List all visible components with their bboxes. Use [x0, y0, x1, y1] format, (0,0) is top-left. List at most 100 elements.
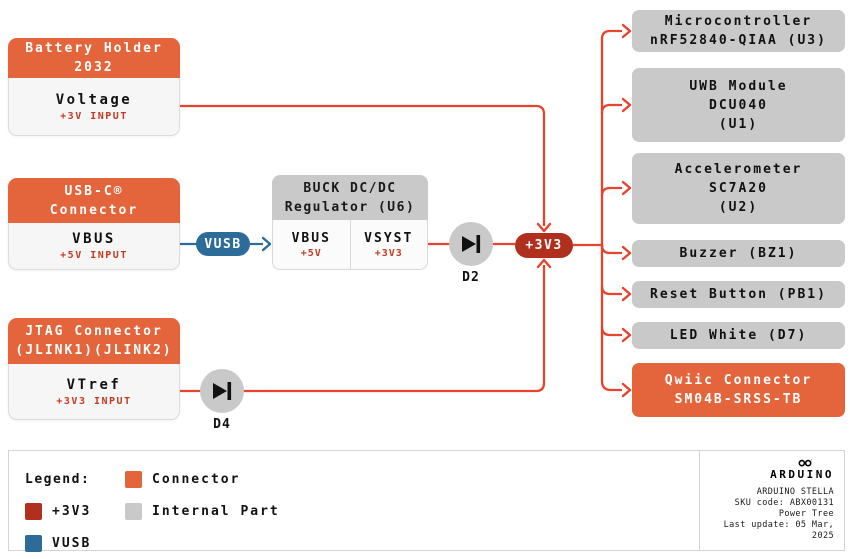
load-line: (U2)	[718, 200, 759, 215]
arrow-microcontroller-icon	[621, 23, 632, 39]
usb-title-line2: Connector	[49, 202, 139, 218]
bottom-panel: Legend: Connector +3V3 Internal Part VUS…	[8, 450, 845, 552]
buck-title-line1: BUCK DC/DC	[303, 180, 397, 196]
branch-accelerometer	[600, 186, 622, 197]
document-meta: ARDUINO STELLA SKU code: ABX00131 Power …	[710, 487, 834, 542]
diode-d4-label: D4	[213, 417, 231, 432]
branch-qwiic	[600, 380, 622, 392]
info-panel: ARDUINO ARDUINO STELLA SKU code: ABX0013…	[699, 451, 844, 550]
buck-out-signal: VSYST	[364, 230, 414, 246]
buck-header: BUCK DC/DC Regulator (U6)	[272, 175, 428, 220]
jtag-input-rail: +3V3 INPUT	[56, 395, 132, 407]
load-line: DCU040	[709, 97, 768, 113]
load-line: nRF52840-QIAA (U3)	[650, 33, 827, 48]
legend-item-vusb: VUSB	[25, 534, 125, 552]
branch-led	[600, 326, 622, 337]
jtag-body: VTref +3V3 INPUT	[9, 364, 179, 419]
arduino-logo-icon	[798, 459, 812, 467]
diodes	[200, 222, 493, 413]
red-wires	[180, 29, 622, 393]
red-arrowheads	[536, 23, 632, 398]
diode-d2-icon	[462, 236, 476, 252]
legend-label-internal-part: Internal Part	[152, 503, 280, 519]
block-jtag-connector: JTAG Connector (JLINK1)(JLINK2) VTref +3…	[8, 318, 180, 420]
block-battery-holder: Battery Holder 2032 Voltage +3V INPUT	[8, 38, 180, 136]
arrow-down-into-3v3-icon	[536, 222, 552, 233]
buck-title-line2: Regulator (U6)	[284, 199, 416, 215]
load-line: SM04B-SRSS-TB	[674, 392, 803, 407]
diode-d4-icon	[213, 383, 227, 399]
load-accelerometer: Accelerometer SC7A20 (U2)	[632, 153, 845, 224]
load-line: Reset Button (PB1)	[650, 287, 827, 302]
load-microcontroller: Microcontroller nRF52840-QIAA (U3)	[632, 10, 845, 52]
battery-input-rail: +3V INPUT	[60, 110, 128, 122]
last-update: Last update: 05 Mar, 2025	[723, 520, 834, 541]
jtag-title-line1: JTAG Connector	[25, 324, 163, 339]
branch-reset	[600, 285, 622, 296]
legend-title: Legend:	[25, 471, 91, 487]
legend-label-3v3: +3V3	[52, 503, 92, 519]
load-line: Qwiic Connector	[664, 373, 813, 388]
load-reset-button: Reset Button (PB1)	[632, 281, 845, 308]
load-qwiic-connector: Qwiic Connector SM04B-SRSS-TB	[632, 363, 845, 417]
legend-item-connector: Connector	[125, 470, 345, 488]
usb-signal: VBUS	[72, 231, 116, 247]
legend-item-3v3: +3V3	[25, 502, 125, 520]
net-pill-3v3: +3V3	[515, 233, 573, 258]
legend-label-vusb: VUSB	[52, 535, 92, 551]
arrow-buzzer-icon	[621, 245, 632, 261]
p3v3-label: +3V3	[525, 238, 563, 253]
legend-swatch-vusb	[25, 534, 42, 552]
arduino-wordmark: ARDUINO	[770, 468, 834, 481]
arrow-uwb-icon	[621, 97, 632, 113]
vusb-label: VUSB	[204, 236, 242, 252]
arrow-vusb-into-buck-icon	[261, 236, 272, 252]
branch-uwb	[600, 103, 622, 114]
net-pill-vusb: VUSB	[196, 232, 250, 256]
load-line: (U1)	[718, 116, 759, 132]
arrow-qwiic-icon	[621, 382, 632, 398]
load-line: Buzzer (BZ1)	[679, 246, 798, 261]
battery-signal: Voltage	[55, 91, 133, 108]
battery-header: Battery Holder 2032	[8, 38, 180, 78]
document-type: Power Tree	[778, 509, 834, 519]
arrow-up-into-3v3-icon	[536, 258, 552, 269]
block-buck-regulator: BUCK DC/DC Regulator (U6) VBUS +5V VSYST…	[272, 175, 428, 270]
legend-label-connector: Connector	[152, 471, 241, 487]
legend-item-internal-part: Internal Part	[125, 502, 345, 520]
diode-d2-label: D2	[462, 270, 480, 285]
wire-jtag-to-3v3	[180, 265, 546, 393]
buck-input-cell: VBUS +5V	[273, 220, 351, 269]
load-line: Accelerometer	[674, 162, 803, 177]
legend-swatch-internal-part	[125, 502, 142, 520]
load-led-white: LED White (D7)	[632, 322, 845, 349]
buck-in-signal: VBUS	[291, 230, 331, 246]
battery-title-line1: Battery Holder	[25, 41, 163, 56]
legend-swatch-connector	[125, 470, 142, 488]
buck-body: VBUS +5V VSYST +3V3	[272, 220, 428, 270]
legend: Legend: Connector +3V3 Internal Part VUS…	[25, 463, 345, 559]
block-usb-c-connector: USB-C® Connector VBUS +5V INPUT	[8, 178, 180, 270]
branch-microcontroller	[600, 29, 622, 40]
battery-title-line2: 2032	[74, 60, 114, 75]
jtag-header: JTAG Connector (JLINK1)(JLINK2)	[8, 318, 180, 364]
wire-battery-to-3v3	[180, 104, 546, 226]
load-line: LED White (D7)	[669, 328, 808, 343]
usb-input-rail: +5V INPUT	[60, 250, 128, 261]
load-buzzer: Buzzer (BZ1)	[632, 240, 845, 267]
arrow-reset-icon	[621, 286, 632, 302]
usb-header: USB-C® Connector	[8, 178, 180, 223]
arrow-led-icon	[621, 327, 632, 343]
legend-swatch-3v3	[25, 502, 42, 520]
buck-in-rail: +5V	[300, 247, 322, 259]
buck-output-cell: VSYST +3V3	[351, 220, 428, 269]
jtag-title-line2: (JLINK1)(JLINK2)	[15, 343, 173, 358]
usb-title-line1: USB-C®	[64, 183, 124, 199]
usb-body: VBUS +5V INPUT	[9, 223, 179, 269]
arrow-accelerometer-icon	[621, 180, 632, 196]
jtag-signal: VTref	[66, 376, 122, 393]
sku-code: SKU code: ABX00131	[734, 498, 834, 508]
branch-buzzer	[600, 244, 622, 255]
product-name: ARDUINO STELLA	[756, 487, 834, 497]
